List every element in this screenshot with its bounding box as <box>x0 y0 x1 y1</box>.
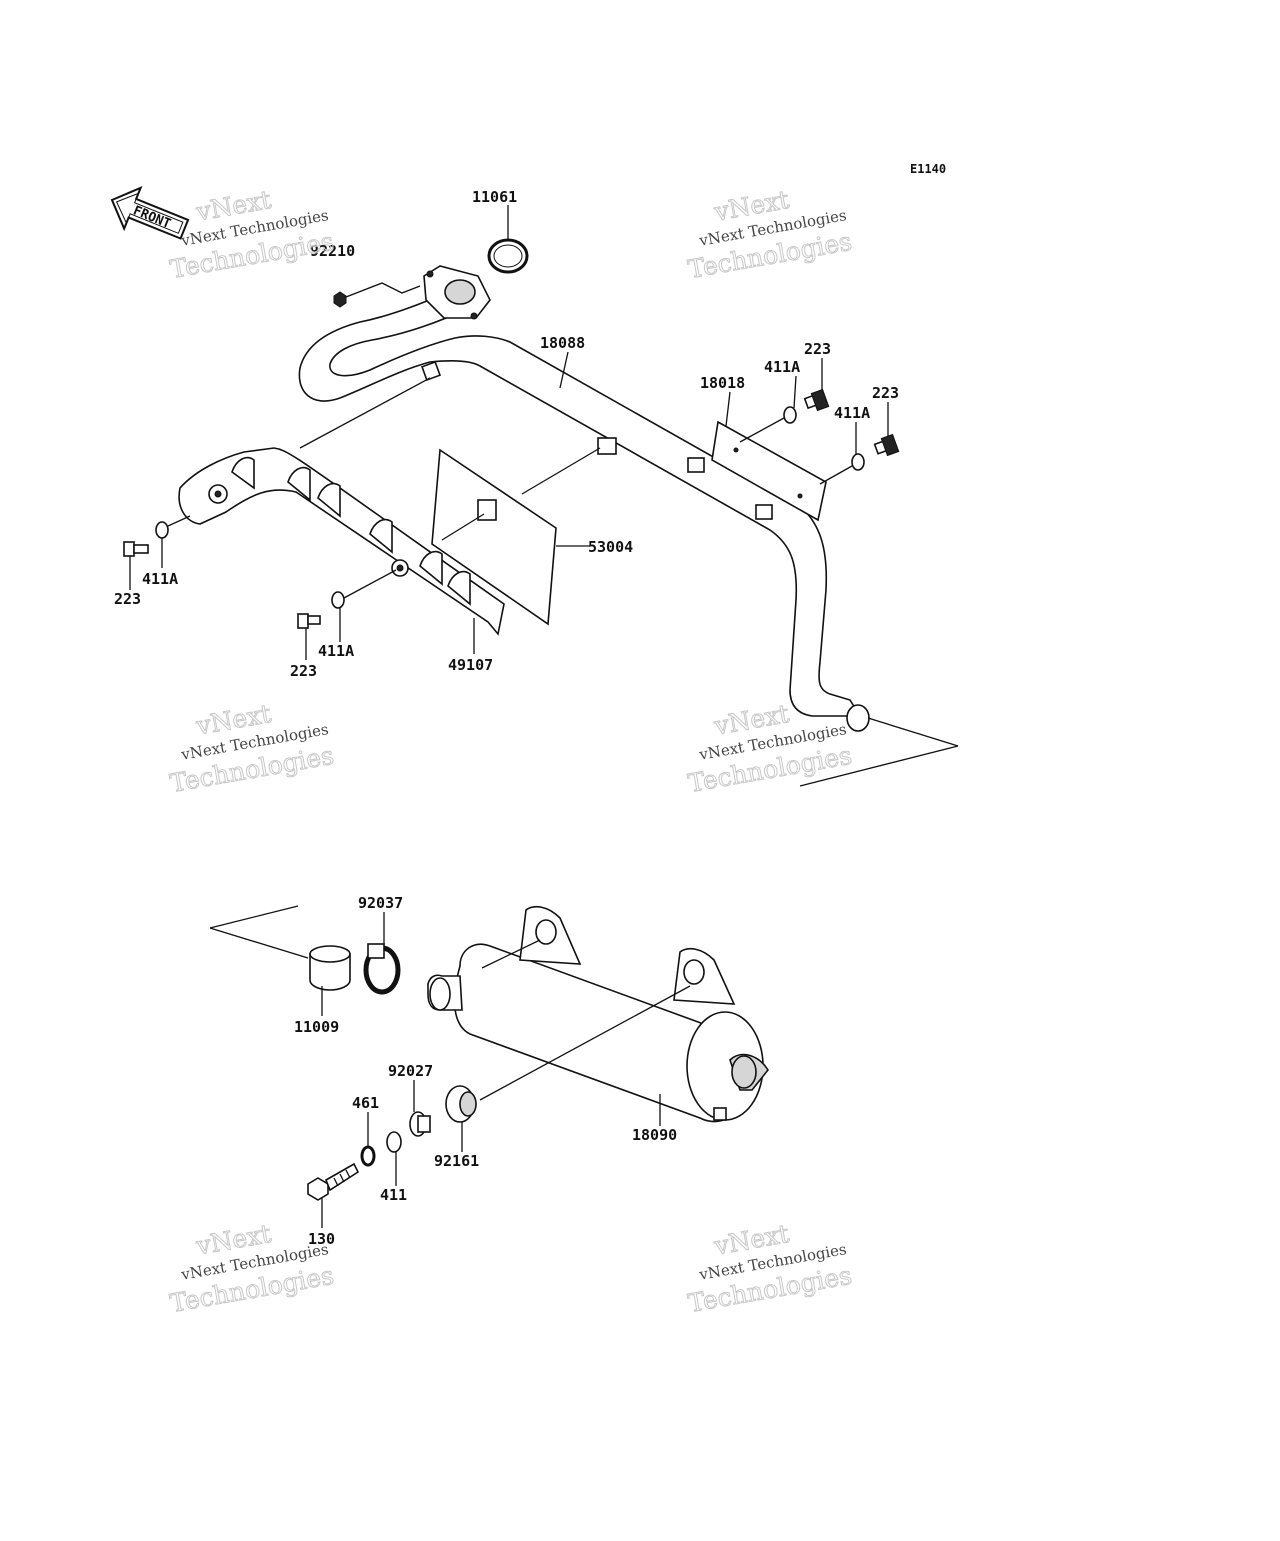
bolt-223-upper-1 <box>803 388 830 412</box>
heat-shield-49107 <box>178 447 505 636</box>
insulator-53004 <box>431 448 557 626</box>
watermark: vNext Technologies vNext Technologies <box>167 184 336 284</box>
front-arrow-icon: FRONT <box>110 185 190 240</box>
label-223-mid: 223 <box>290 662 317 680</box>
label-411a-mid: 411A <box>318 642 354 660</box>
label-11061: 11061 <box>472 188 517 206</box>
label-49107: 49107 <box>448 656 493 674</box>
bolt-223-upper-2 <box>873 433 900 457</box>
heat-guard-18018 <box>711 420 827 522</box>
watermark: vNext Technologies vNext Technologies <box>685 1218 854 1318</box>
lock-washer-461 <box>360 1145 376 1167</box>
label-411a-upper-2: 411A <box>834 404 870 422</box>
clamp-92037 <box>363 943 401 995</box>
washer-411a-upper-2 <box>851 453 865 471</box>
label-53004: 53004 <box>588 538 633 556</box>
bolt-130 <box>307 1162 360 1201</box>
label-92210: 92210 <box>310 242 355 260</box>
label-223-left: 223 <box>114 590 141 608</box>
label-18018: 18018 <box>700 374 745 392</box>
connector-pipe-11009 <box>309 945 351 991</box>
nut-92210 <box>333 291 347 308</box>
collar-92027 <box>409 1111 431 1137</box>
label-411a-upper-1: 411A <box>764 358 800 376</box>
watermark: vNext Technologies vNext Technologies <box>167 1218 336 1318</box>
label-411a-left: 411A <box>142 570 178 588</box>
washer-411a-left <box>155 521 169 539</box>
label-461: 461 <box>352 1094 379 1112</box>
exhaust-pipe-18088 <box>298 265 870 732</box>
watermark: vNext Technologies vNext Technologies <box>167 698 336 798</box>
washer-411a-mid <box>331 591 345 609</box>
label-18090: 18090 <box>632 1126 677 1144</box>
label-92037: 92037 <box>358 894 403 912</box>
washer-411a-upper-1 <box>783 406 797 424</box>
watermark: vNext Technologies vNext Technologies <box>685 184 854 284</box>
label-92161: 92161 <box>434 1152 479 1170</box>
bolt-223-mid <box>297 613 321 629</box>
washer-411 <box>386 1131 402 1153</box>
label-223-upper-2: 223 <box>872 384 899 402</box>
label-18088: 18088 <box>540 334 585 352</box>
diagram-code: E1140 <box>910 162 946 176</box>
label-411: 411 <box>380 1186 407 1204</box>
muffler-18090 <box>427 905 769 1123</box>
bolt-223-left <box>123 541 149 557</box>
label-11009: 11009 <box>294 1018 339 1036</box>
label-130: 130 <box>308 1230 335 1248</box>
label-92027: 92027 <box>388 1062 433 1080</box>
label-223-upper-1: 223 <box>804 340 831 358</box>
grommet-92161 <box>445 1085 477 1123</box>
